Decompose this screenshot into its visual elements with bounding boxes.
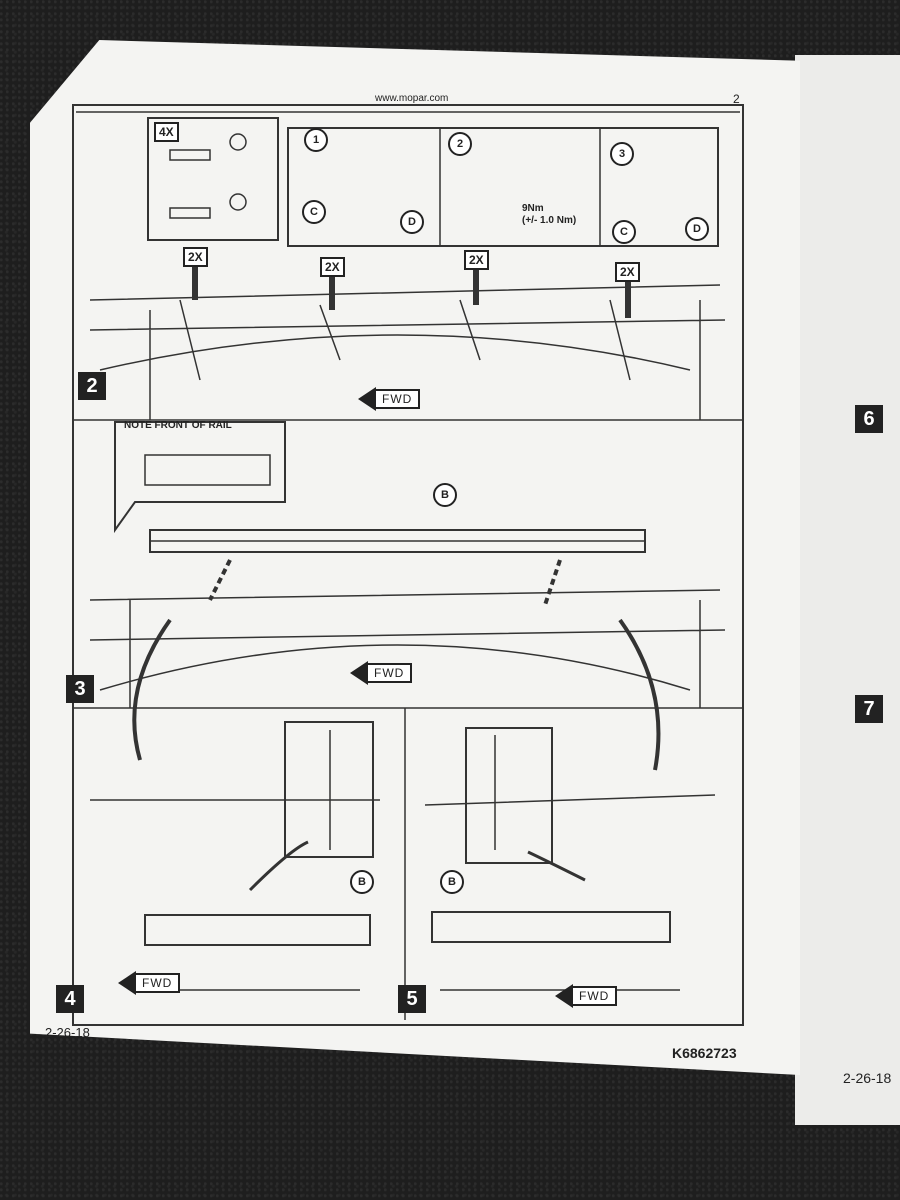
- adjacent-page: [795, 55, 900, 1125]
- substep-2-marker: 2: [448, 132, 472, 156]
- revision-date: 2-26-18: [45, 1025, 90, 1040]
- torque-spec: 9Nm (+/- 1.0 Nm): [522, 203, 576, 227]
- part-d-marker: D: [685, 217, 709, 241]
- torque-value: 9Nm: [522, 203, 544, 214]
- forward-direction-arrow: FWD: [118, 971, 181, 995]
- page-number: 2: [733, 92, 740, 106]
- rail-b-marker: B: [350, 870, 374, 894]
- quantity-2x-tag: 2X: [615, 262, 640, 282]
- step-2-badge: 2: [78, 372, 106, 400]
- rail-b-marker: B: [440, 870, 464, 894]
- step-6-badge: 6: [855, 405, 883, 433]
- forward-direction-arrow: FWD: [350, 661, 413, 685]
- quantity-2x-tag: 2X: [183, 247, 208, 267]
- part-number: K6862723: [672, 1045, 737, 1061]
- part-c-marker: C: [302, 200, 326, 224]
- quantity-2x-tag: 2X: [320, 257, 345, 277]
- part-c-marker: C: [612, 220, 636, 244]
- quantity-4x-tag: 4X: [154, 122, 179, 142]
- step-4-badge: 4: [56, 985, 84, 1013]
- forward-direction-arrow: FWD: [555, 984, 618, 1008]
- forward-direction-arrow: FWD: [358, 387, 421, 411]
- rail-b-marker: B: [433, 483, 457, 507]
- step-5-badge: 5: [398, 985, 426, 1013]
- step-3-badge: 3: [66, 675, 94, 703]
- substep-3-marker: 3: [610, 142, 634, 166]
- torque-tolerance: (+/- 1.0 Nm): [522, 215, 577, 226]
- step-7-badge: 7: [855, 695, 883, 723]
- adjacent-page-date: 2-26-18: [843, 1070, 892, 1086]
- part-d-marker: D: [400, 210, 424, 234]
- quantity-2x-tag: 2X: [464, 250, 489, 270]
- substep-1-marker: 1: [304, 128, 328, 152]
- note-front-of-rail: NOTE FRONT OF RAIL: [124, 420, 232, 431]
- website-url: www.mopar.com: [375, 93, 449, 104]
